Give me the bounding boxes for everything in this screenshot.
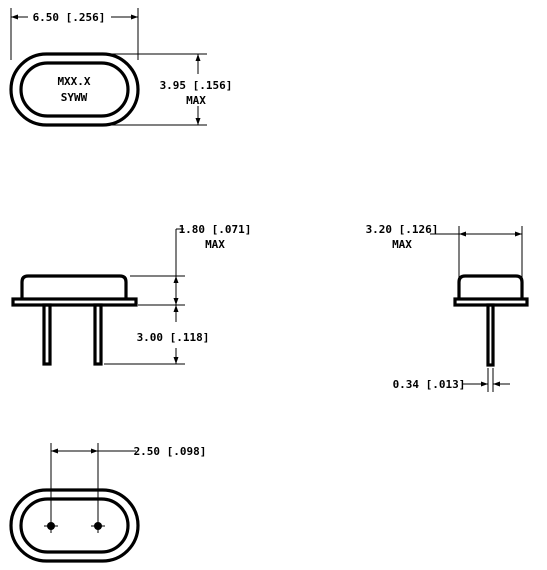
side-lead-arrow-top (173, 305, 179, 312)
height-arrow-bottom (195, 118, 201, 125)
bottom-pitch-arrow-right (91, 448, 98, 454)
marking-line-2: SYWW (61, 91, 88, 104)
width-dim-text: 6.50 [.256] (33, 11, 106, 24)
bottom-outline-outer (9, 488, 140, 563)
side-view: 1.80 [.071] MAX 3.00 [.118] (11, 223, 252, 366)
end-view: 3.20 [.126] MAX 0.34 [.013] (366, 223, 529, 392)
side-lead-arrow-bottom (173, 357, 179, 364)
height-max-text: MAX (186, 94, 206, 107)
end-width-max-text: MAX (392, 238, 412, 251)
side-lead-right (93, 303, 103, 366)
side-lead-left (42, 303, 52, 366)
package-outline-inner (19, 61, 130, 118)
marking-line-1: MXX.X (57, 75, 90, 88)
end-lead-dim-text: 0.34 [.013] (393, 378, 466, 391)
end-lead-arrow-left (481, 381, 488, 387)
side-body-max-text: MAX (205, 238, 225, 251)
bottom-view: 2.50 [.098] (9, 443, 207, 563)
width-arrow-right (131, 14, 138, 20)
end-body (457, 274, 524, 299)
side-body-dim-text: 1.80 [.071] (179, 223, 252, 236)
end-width-arrow-left (459, 231, 466, 237)
end-lead (486, 303, 495, 367)
side-body (20, 274, 128, 299)
package-outline-outer (9, 52, 140, 127)
end-width-arrow-right (515, 231, 522, 237)
side-body-arrow-bottom (173, 298, 179, 305)
width-arrow-left (11, 14, 18, 20)
height-arrow-top (195, 54, 201, 61)
height-dim-text: 3.95 [.156] (160, 79, 233, 92)
side-body-arrow-top (173, 276, 179, 283)
end-width-dim-text: 3.20 [.126] (366, 223, 439, 236)
bottom-pitch-arrow-left (51, 448, 58, 454)
bottom-outline-inner (19, 497, 130, 554)
end-lead-arrow-right (493, 381, 500, 387)
side-base-flange (11, 297, 138, 307)
bottom-pitch-dim-text: 2.50 [.098] (134, 445, 207, 458)
side-lead-dim-text: 3.00 [.118] (137, 331, 210, 344)
top-view: MXX.X SYWW 6.50 [.256] 3.95 [.156] MAX (9, 8, 233, 127)
